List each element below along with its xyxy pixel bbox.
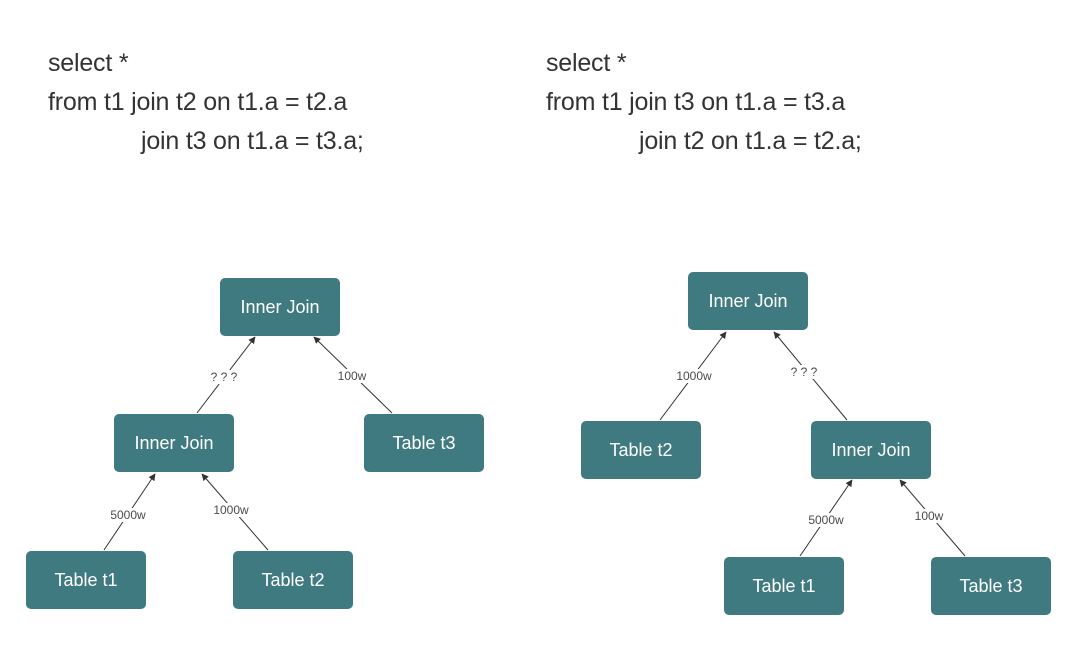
sql-line-3: join t3 on t1.a = t3.a; — [141, 127, 364, 155]
left-table-t3-node: Table t3 — [364, 414, 484, 472]
sql-query-left: select * from t1 join t2 on t1.a = t2.a … — [48, 44, 364, 161]
sql-query-right: select * from t1 join t3 on t1.a = t3.a … — [546, 44, 862, 161]
right-edge-label-t3-to-inner: 100w — [912, 509, 946, 523]
right-edge-label-inner-to-root: ? ? ? — [788, 365, 820, 379]
left-edge-label-t2-to-inner: 1000w — [211, 503, 251, 517]
left-edge-label-t1-to-inner: 5000w — [108, 508, 148, 522]
left-table-t1-node: Table t1 — [26, 551, 146, 609]
sql-line-1: select * — [48, 49, 129, 77]
right-root-inner-join-node: Inner Join — [688, 272, 808, 330]
left-edge-label-inner-to-root: ? ? ? — [208, 370, 240, 384]
right-table-t3-node: Table t3 — [931, 557, 1051, 615]
left-root-inner-join-node: Inner Join — [220, 278, 340, 336]
sql-line-1: select * — [546, 49, 627, 77]
left-edge-label-t3-to-root: 100w — [335, 369, 369, 383]
sql-line-3: join t2 on t1.a = t2.a; — [639, 127, 862, 155]
right-inner-join-node: Inner Join — [811, 421, 931, 479]
sql-line-2: from t1 join t2 on t1.a = t2.a — [48, 88, 348, 116]
sql-line-2: from t1 join t3 on t1.a = t3.a — [546, 88, 846, 116]
right-edge-label-t2-to-root: 1000w — [674, 369, 714, 383]
left-table-t2-node: Table t2 — [233, 551, 353, 609]
right-edge-label-t1-to-inner: 5000w — [806, 513, 846, 527]
left-inner-join-node: Inner Join — [114, 414, 234, 472]
right-table-t1-node: Table t1 — [724, 557, 844, 615]
right-table-t2-node: Table t2 — [581, 421, 701, 479]
